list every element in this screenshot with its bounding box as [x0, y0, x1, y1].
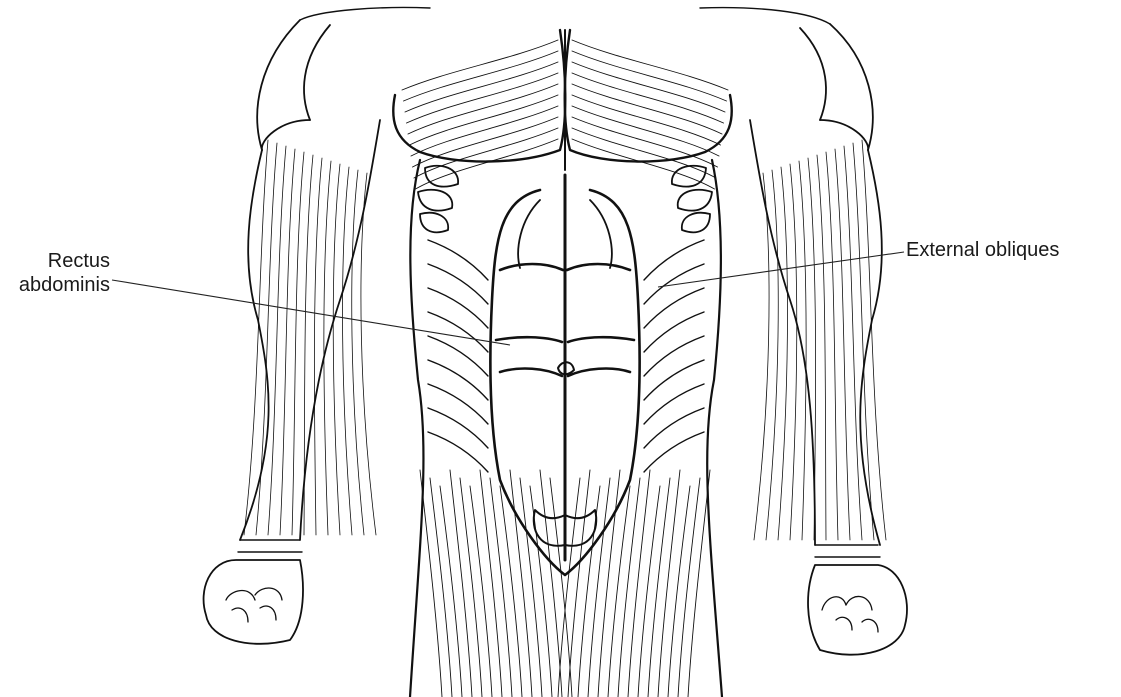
rectus-abdominis [490, 175, 639, 575]
pectoral-muscles [300, 8, 830, 171]
label-rectus-line2: abdominis [2, 273, 110, 297]
label-rectus-abdominis: Rectus abdominis [2, 249, 110, 297]
leader-line-obliques [658, 252, 904, 287]
left-arm [204, 20, 380, 644]
label-external-obliques: External obliques [906, 238, 1059, 262]
leader-line-rectus [112, 280, 510, 345]
right-arm [750, 24, 907, 655]
label-rectus-line1: Rectus [2, 249, 110, 273]
